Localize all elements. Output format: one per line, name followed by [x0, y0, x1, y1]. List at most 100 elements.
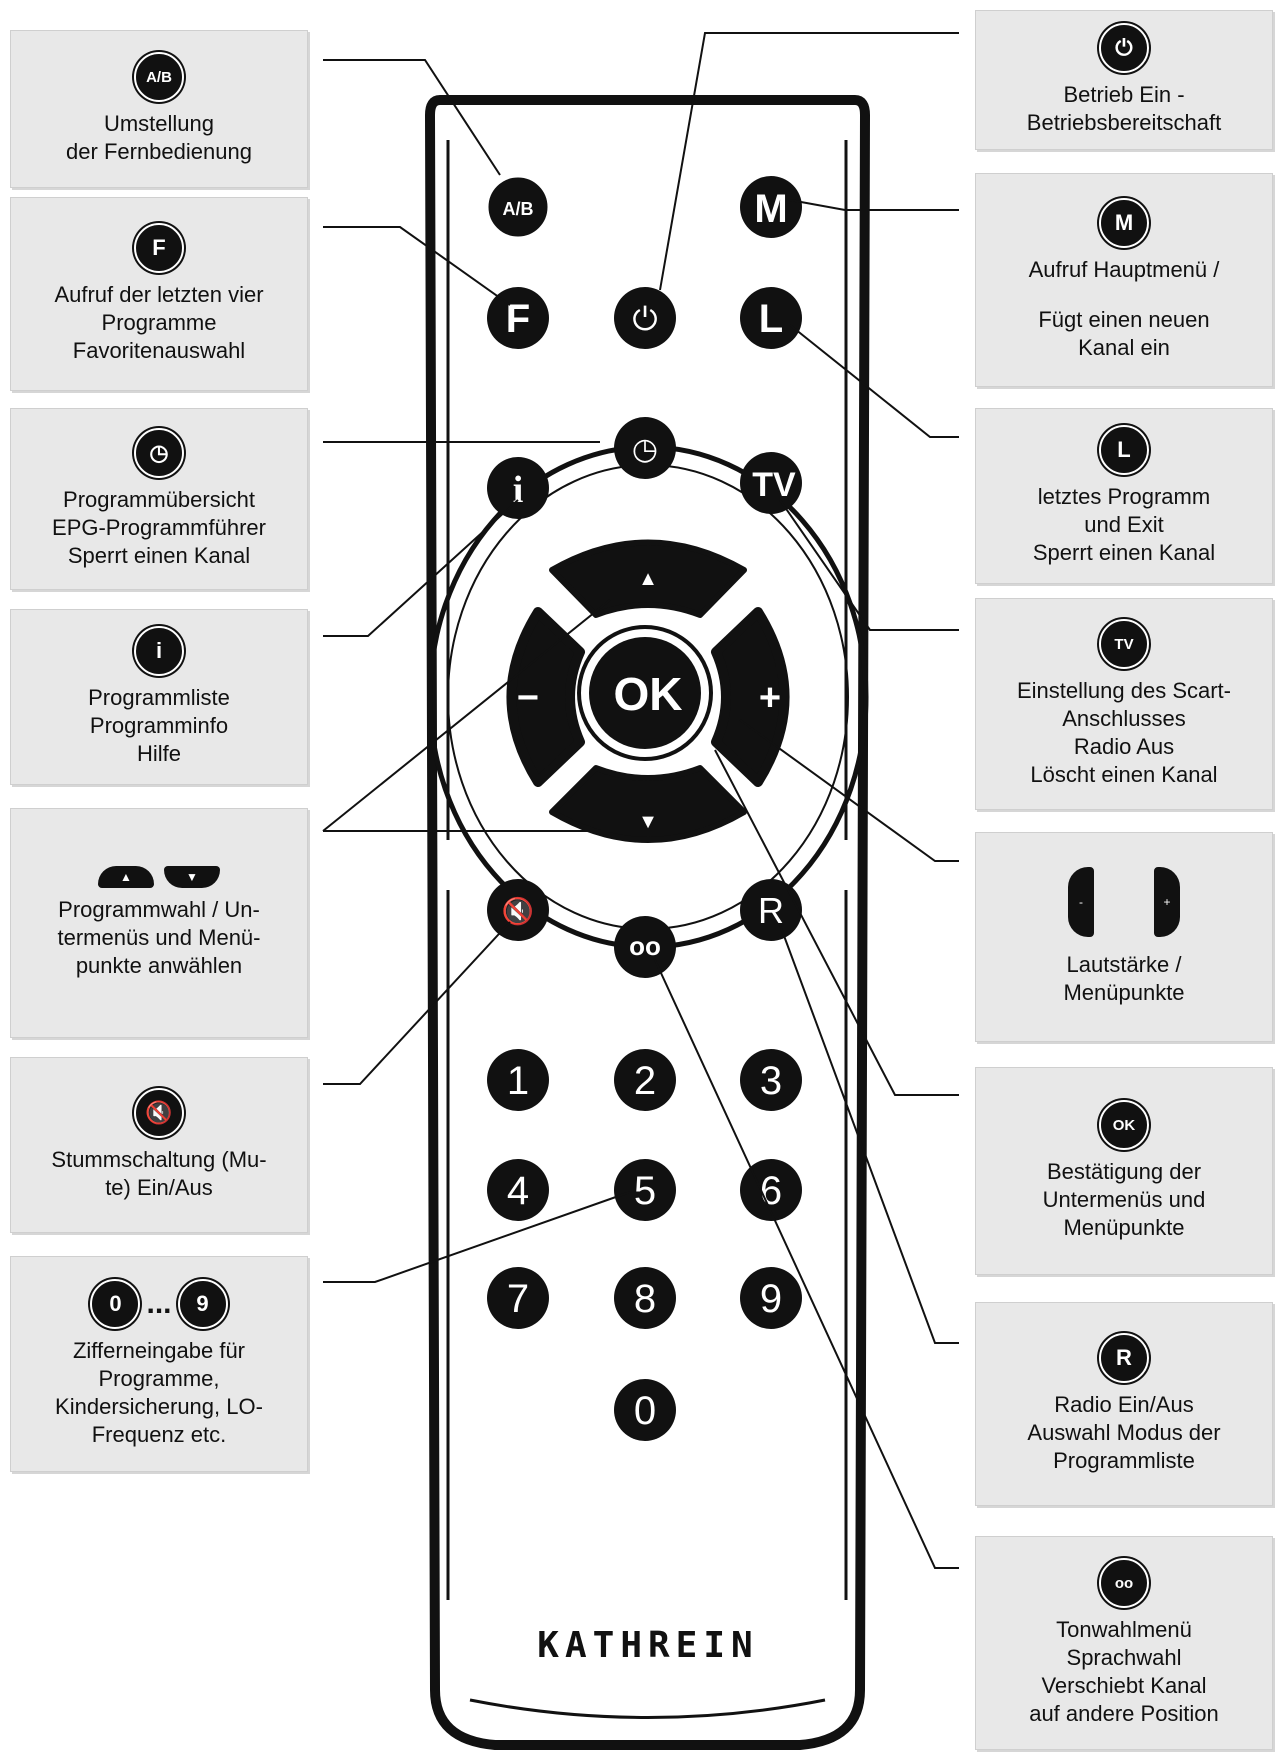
callout-info-text: Programmliste Programminfo Hilfe [88, 685, 230, 766]
digit-button-circle [614, 1267, 676, 1329]
mute-button[interactable]: 🔇 [487, 879, 549, 941]
callout-digits: 0 ... 9 Zifferneingabe für Programme, Ki… [10, 1256, 308, 1472]
up-button-label: ▲ [638, 568, 658, 590]
digit-button-label: 3 [760, 1059, 782, 1103]
callout-tv: TV Einstellung des Scart- Anschlusses Ra… [975, 598, 1273, 810]
callout-audio: oo Tonwahlmenü Sprachwahl Verschiebt Kan… [975, 1536, 1273, 1750]
callout-ab: A/B Umstellung der Fernbedienung [10, 30, 308, 188]
svg-text:◷: ◷ [632, 432, 658, 467]
digit-button-circle [614, 1159, 676, 1221]
tv-icon: TV [1099, 619, 1149, 669]
svg-text:🔇: 🔇 [502, 896, 534, 927]
volume-plus-button[interactable]: + [711, 607, 790, 787]
ab-button[interactable]: A/B [485, 174, 551, 240]
info-button[interactable]: i [487, 457, 549, 519]
epg-button[interactable]: ◷ [614, 417, 676, 479]
callout-fav-text: Aufruf der letzten vier Programme Favori… [54, 282, 264, 363]
callout-arrows-text: Programmwahl / Un- termenüs und Menü- pu… [57, 897, 261, 978]
digit-button-circle [740, 1267, 802, 1329]
down-button[interactable]: ▼ [549, 765, 747, 843]
ab-icon: A/B [134, 52, 184, 102]
tv-button[interactable]: TV [740, 452, 802, 514]
ok-button-label: OK [614, 668, 683, 720]
digit-button-1[interactable]: 1 [487, 1049, 549, 1111]
up-button[interactable]: ▲ [549, 539, 747, 618]
digit-button-label: 2 [634, 1059, 656, 1103]
down-button-label: ▼ [638, 811, 658, 833]
brand-logo: KATHREIN [537, 1625, 758, 1666]
callout-volume-text: Lautstärke / Menüpunkte [1063, 952, 1185, 1005]
digit-button-circle [740, 1159, 802, 1221]
digit-button-label: 0 [634, 1389, 656, 1433]
svg-text:⏻: ⏻ [632, 300, 657, 338]
svg-text:i: i [513, 469, 524, 511]
digit-range-dots: ... [146, 1287, 172, 1320]
r-icon: R [1099, 1333, 1149, 1383]
digit-button-circle [740, 1049, 802, 1111]
svg-text:M: M [754, 187, 787, 231]
digit-button-7[interactable]: 7 [487, 1267, 549, 1329]
connector-lines [322, 32, 959, 1569]
l-icon: L [1099, 425, 1149, 475]
power-button[interactable]: ⏻ [614, 287, 676, 349]
digit-button-8[interactable]: 8 [614, 1267, 676, 1329]
callout-fav: F Aufruf der letzten vier Programme Favo… [10, 197, 308, 391]
digit-button-label: 4 [507, 1169, 529, 1213]
volume-minus-label: − [517, 677, 539, 719]
callout-ok-text: Bestätigung der Untermenüs und Menüpunkt… [1042, 1159, 1206, 1240]
callout-last: L letztes Programm und Exit Sperrt einen… [975, 408, 1273, 584]
digit-button-3[interactable]: 3 [740, 1049, 802, 1111]
callout-info: i Programmliste Programminfo Hilfe [10, 609, 308, 785]
power-icon: ⏻ [1099, 23, 1149, 73]
ok-button[interactable]: OK [577, 625, 713, 761]
audio-button[interactable]: oo [614, 916, 676, 978]
digit-button-4[interactable]: 4 [487, 1159, 549, 1221]
arrow-down-icon: ▼ [164, 866, 220, 888]
callout-epg: ◷ Programmübersicht EPG-Programmführer S… [10, 408, 308, 590]
volume-plus-label: + [759, 677, 781, 719]
last-button[interactable]: L [740, 287, 802, 349]
callout-last-text: letztes Programm und Exit Sperrt einen K… [1032, 484, 1216, 565]
callout-power: ⏻ Betrieb Ein - Betriebsbereitschaft [975, 10, 1273, 150]
clock-icon: ◷ [134, 428, 184, 478]
svg-text:R: R [758, 890, 784, 931]
svg-text:A/B: A/B [503, 199, 534, 219]
digit-button-circle [614, 1049, 676, 1111]
menu-button[interactable]: M [740, 176, 802, 238]
callout-tv-text: Einstellung des Scart- Anschlusses Radio… [1017, 678, 1231, 787]
callout-radio: R Radio Ein/Aus Auswahl Modus der Progra… [975, 1302, 1273, 1506]
callout-mute-text: Stummschaltung (Mu- te) Ein/Aus [51, 1147, 267, 1200]
volume-minus-button[interactable]: − [506, 607, 585, 787]
digit-button-5[interactable]: 5 [614, 1159, 676, 1221]
callout-epg-text: Programmübersicht EPG-Programmführer Spe… [52, 487, 266, 568]
digit-button-0[interactable]: 0 [614, 1379, 676, 1441]
digit-zero-icon: 0 [90, 1279, 141, 1329]
audio-icon: oo [1099, 1558, 1149, 1608]
f-icon: F [134, 223, 184, 273]
callout-menu-line1: Aufruf Hauptmenü / [1028, 257, 1220, 282]
digit-button-9[interactable]: 9 [740, 1267, 802, 1329]
callout-audio-text: Tonwahlmenü Sprachwahl Verschiebt Kanal … [1029, 1617, 1219, 1726]
digit-button-circle [487, 1049, 549, 1111]
callout-ok: OK Bestätigung der Untermenüs und Menüpu… [975, 1067, 1273, 1275]
digit-button-circle [614, 1379, 676, 1441]
arrow-up-icon: ▲ [98, 866, 154, 888]
svg-text:TV: TV [752, 466, 796, 504]
digit-nine-icon: 9 [177, 1279, 228, 1329]
callout-menu-line2: Fügt einen neuen Kanal ein [1038, 307, 1210, 360]
callout-digits-text: Zifferneingabe für Programme, Kindersich… [55, 1338, 263, 1447]
callout-menu: M Aufruf Hauptmenü / Fügt einen neuen Ka… [975, 173, 1273, 387]
menu-icon: M [1099, 198, 1149, 248]
digit-button-circle [487, 1267, 549, 1329]
volume-minus-icon: - [1068, 867, 1094, 937]
digit-button-label: 9 [760, 1277, 782, 1321]
radio-button[interactable]: R [740, 879, 802, 941]
volume-icons: - + [1068, 867, 1180, 937]
callout-mute: 🔇 Stummschaltung (Mu- te) Ein/Aus [10, 1057, 308, 1233]
mute-icon: 🔇 [134, 1088, 184, 1138]
callout-arrows: ▲ ▼ Programmwahl / Un- termenüs und Menü… [10, 808, 308, 1038]
digit-button-2[interactable]: 2 [614, 1049, 676, 1111]
svg-text:oo: oo [629, 931, 661, 961]
info-icon: i [134, 626, 184, 676]
